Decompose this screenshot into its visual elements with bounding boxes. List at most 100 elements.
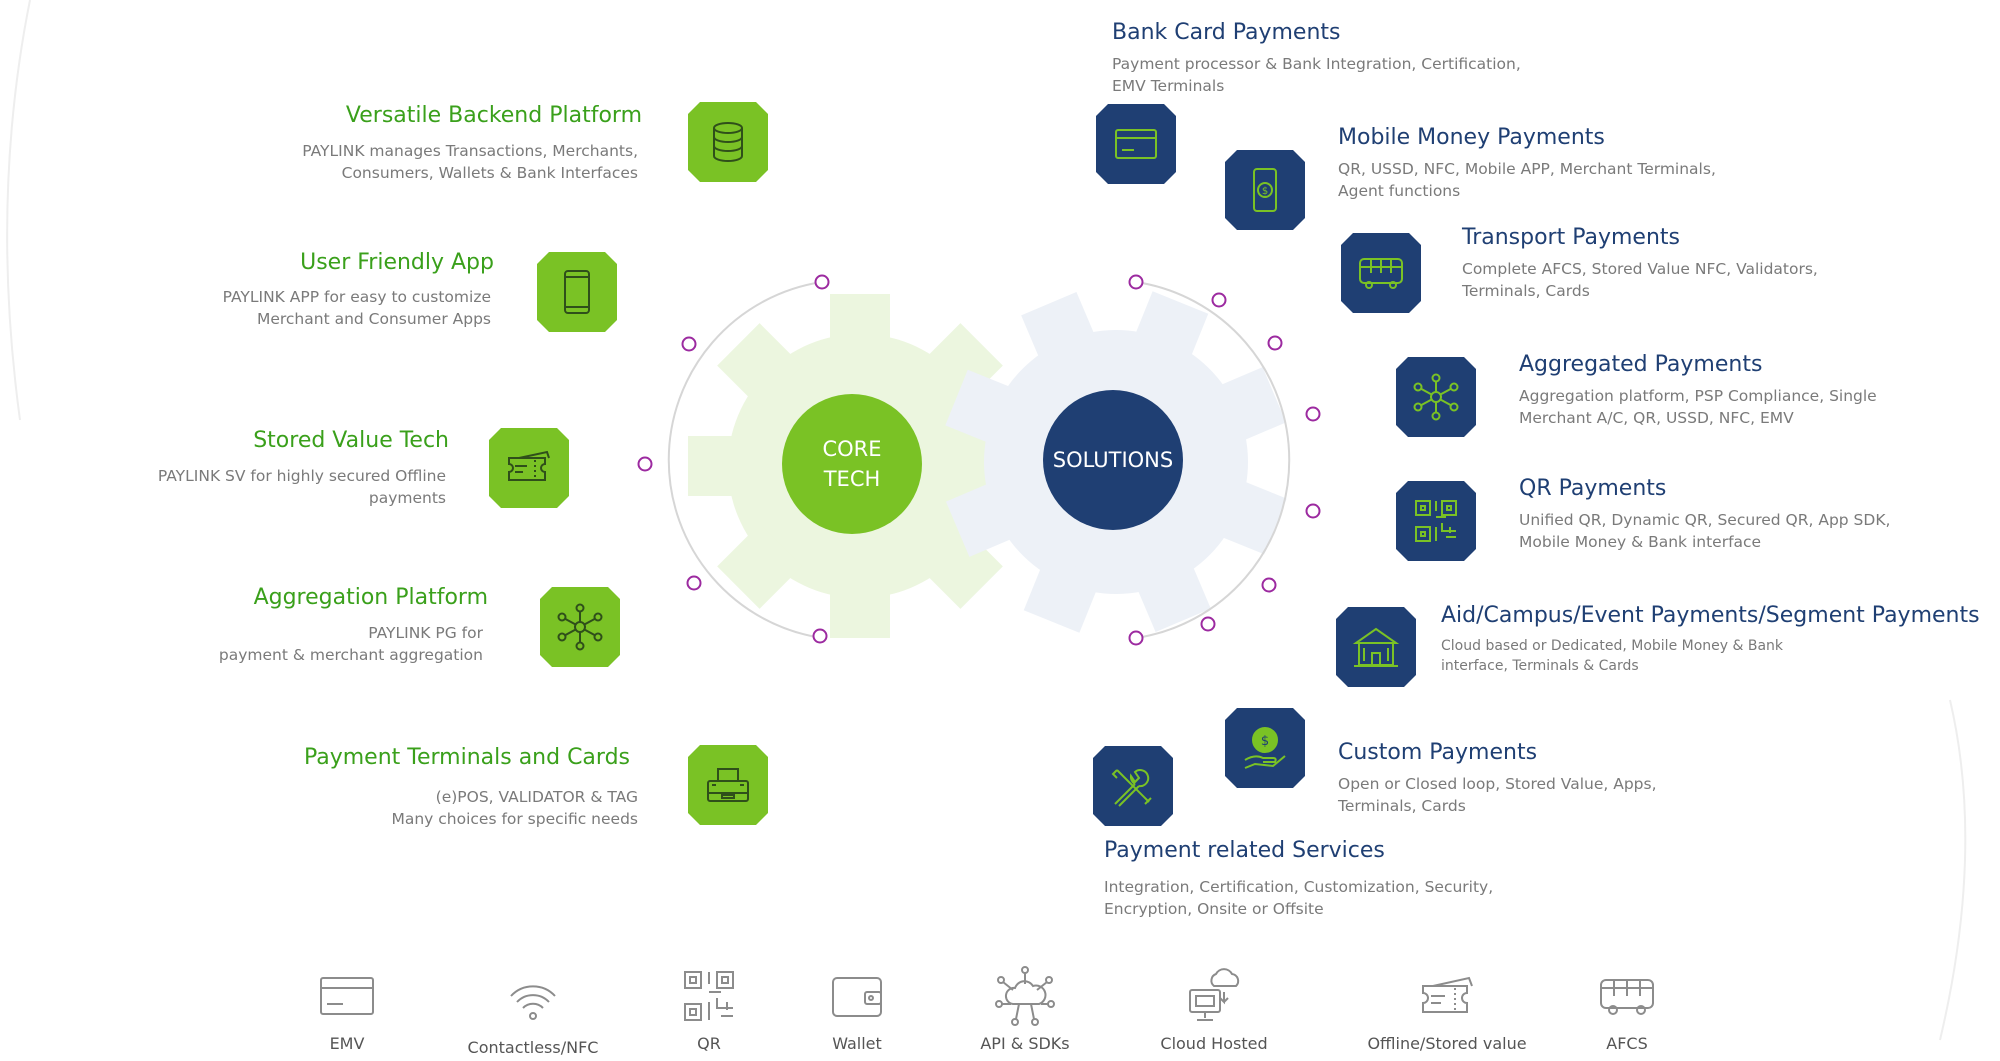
bus-icon <box>1359 258 1403 289</box>
core-item-desc: PAYLINK SV for highly secured Offline pa… <box>157 467 446 507</box>
solution-item-desc: Unified QR, Dynamic QR, Secured QR, App … <box>1519 511 1891 551</box>
pos-terminal-icon <box>707 768 749 802</box>
solution-item-desc: Complete AFCS, Stored Value NFC, Validat… <box>1462 260 1818 300</box>
bus-icon <box>1600 979 1654 1015</box>
qr-code-icon <box>1415 500 1457 542</box>
orbit-dot <box>814 274 830 290</box>
api-cloud-icon <box>995 966 1055 1026</box>
core-item-badge <box>537 252 617 332</box>
solution-item-title: Transport Payments <box>1462 225 1681 250</box>
feature-item: Contactless/NFC <box>463 970 603 1057</box>
solutions-gear-shape <box>945 291 1287 633</box>
solution-item-desc: Payment processor & Bank Integration, Ce… <box>1112 55 1521 95</box>
core-item-title: Versatile Backend Platform <box>345 103 642 128</box>
core-item-desc: (e)POS, VALIDATOR & TAG Many choices for… <box>391 788 638 828</box>
feature-item: AFCS <box>1557 966 1697 1053</box>
credit-card-icon <box>1115 129 1157 159</box>
orbit-dot <box>812 628 828 644</box>
orbit-dot <box>681 336 697 352</box>
solution-item-desc: Cloud based or Dedicated, Mobile Money &… <box>1441 638 1784 674</box>
orbit-dot <box>1200 616 1216 632</box>
core-item-title: User Friendly App <box>300 250 494 275</box>
orbit-dot <box>1305 503 1321 519</box>
qr-code-icon <box>684 971 734 1021</box>
solution-item-badge <box>1336 607 1416 687</box>
cloud-monitor-icon <box>1189 968 1240 1021</box>
solution-item-badge <box>1396 357 1476 437</box>
solutions-label: SOLUTIONS <box>1052 448 1174 472</box>
network-hub-icon <box>1413 373 1459 421</box>
ticket-icon <box>508 450 550 481</box>
core-tech-label: CORE TECH <box>822 437 882 491</box>
core-item-badge <box>688 745 768 825</box>
core-item-badge <box>489 428 569 508</box>
core-item-badge <box>688 102 768 182</box>
orbit-dot <box>1128 630 1144 646</box>
wallet-icon <box>832 977 882 1017</box>
svg-text:$: $ <box>1262 186 1268 197</box>
orbit-dot <box>1267 335 1283 351</box>
svg-text:$: $ <box>1261 734 1269 749</box>
mobile-money-icon: $ <box>1253 168 1277 212</box>
core-item-desc: PAYLINK APP for easy to customize Mercha… <box>222 288 491 328</box>
core-item-title: Aggregation Platform <box>253 585 488 610</box>
solution-item-title: QR Payments <box>1519 476 1667 501</box>
core-item-desc: PAYLINK manages Transactions, Merchants,… <box>302 142 638 182</box>
feature-label: EMV <box>329 1034 365 1053</box>
solution-item-badge: $ <box>1225 708 1305 788</box>
solution-item-title: Aid/Campus/Event Payments/Segment Paymen… <box>1441 603 1980 628</box>
tools-icon <box>1111 769 1152 807</box>
orbit-dot <box>1305 406 1321 422</box>
database-icon <box>713 122 743 162</box>
feature-label: QR <box>697 1034 721 1053</box>
card-icon <box>320 977 374 1015</box>
network-hub-icon <box>557 603 603 651</box>
feature-label: Contactless/NFC <box>467 1038 599 1057</box>
solution-item-title: Bank Card Payments <box>1112 20 1341 45</box>
orbit-dot <box>1211 292 1227 308</box>
smartphone-icon <box>564 270 590 314</box>
solution-item-title: Payment related Services <box>1104 838 1385 863</box>
feature-item: Offline/Stored value <box>1362 966 1532 1053</box>
solution-item-badge: $ <box>1225 150 1305 230</box>
orbit-dot <box>1261 577 1277 593</box>
solutions-hub <box>1043 390 1183 530</box>
solution-item-title: Mobile Money Payments <box>1338 125 1605 150</box>
feature-item: QR <box>639 966 779 1053</box>
orbit-dot <box>637 456 653 472</box>
feature-label: AFCS <box>1606 1034 1648 1053</box>
feature-label: API & SDKs <box>980 1034 1070 1053</box>
orbit-dot <box>686 575 702 591</box>
solution-item-badge <box>1341 233 1421 313</box>
solution-item-desc: Integration, Certification, Customizatio… <box>1104 878 1494 918</box>
feature-item: API & SDKs <box>955 966 1095 1053</box>
core-item-title: Stored Value Tech <box>253 428 449 453</box>
ticket-icon <box>1422 976 1473 1013</box>
solution-item-badge <box>1093 746 1173 826</box>
solution-item-badge <box>1396 481 1476 561</box>
feature-label: Cloud Hosted <box>1160 1034 1268 1053</box>
decor-arc-right <box>1939 699 1967 1041</box>
solution-item-badge <box>1096 104 1176 184</box>
solution-item-desc: Open or Closed loop, Stored Value, Apps,… <box>1338 775 1657 815</box>
solutions-orbit-ring <box>1135 281 1291 639</box>
solution-item-desc: Aggregation platform, PSP Compliance, Si… <box>1519 387 1877 427</box>
solution-item-desc: QR, USSD, NFC, Mobile APP, Merchant Term… <box>1338 160 1716 200</box>
solution-item-title: Custom Payments <box>1338 740 1538 765</box>
feature-label: Wallet <box>832 1034 882 1053</box>
contactless-icon <box>510 985 556 1020</box>
core-item-title: Payment Terminals and Cards <box>303 745 630 770</box>
campus-building-icon <box>1352 627 1400 667</box>
solution-item-title: Aggregated Payments <box>1519 352 1763 377</box>
feature-item: EMV <box>277 966 417 1053</box>
feature-item: Cloud Hosted <box>1144 966 1284 1053</box>
core-tech-hub <box>782 394 922 534</box>
core-item-badge <box>540 587 620 667</box>
core-item-desc: PAYLINK PG for payment & merchant aggreg… <box>218 624 483 664</box>
orbit-dot <box>1128 274 1144 290</box>
coin-hand-icon: $ <box>1244 727 1286 769</box>
feature-item: Wallet <box>787 966 927 1053</box>
core-orbit-ring <box>667 281 823 639</box>
decor-arc-left <box>6 0 31 421</box>
